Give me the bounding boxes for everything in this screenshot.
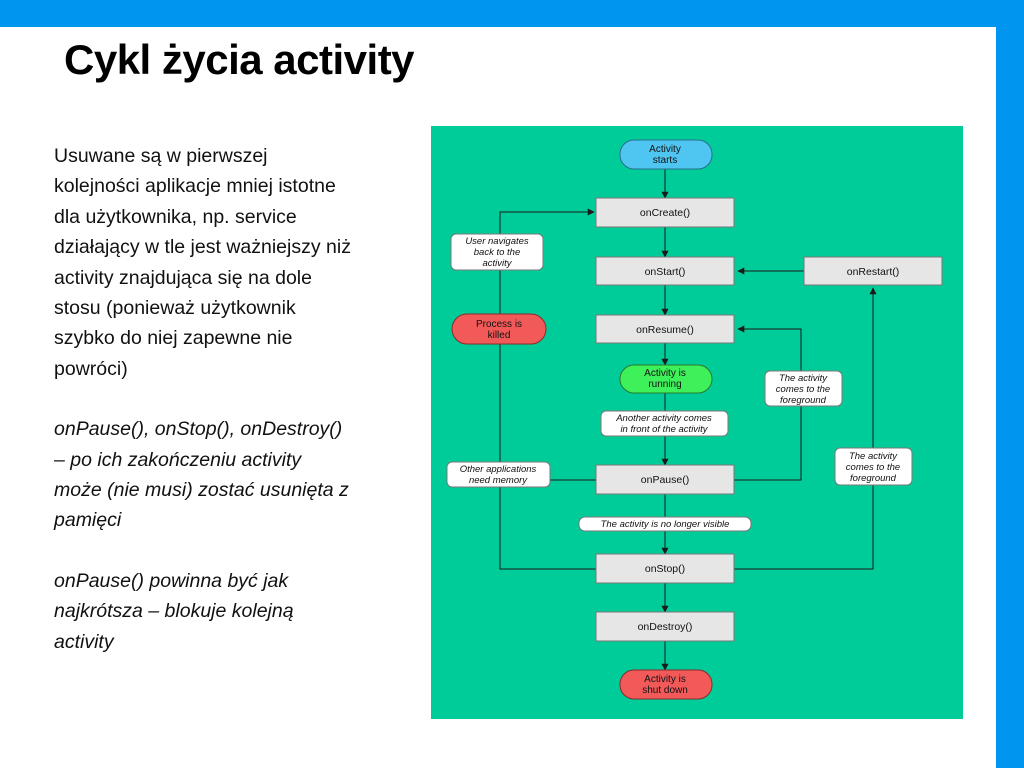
ondestroy-label: onDestroy() bbox=[638, 621, 693, 633]
note-no-longer-visible: The activity is no longer visible bbox=[578, 516, 752, 532]
note-other-applications-line-2: need memory bbox=[469, 475, 528, 486]
activity-starts-pill: Activity starts bbox=[619, 139, 713, 170]
onresume-label: onResume() bbox=[636, 324, 694, 336]
paragraph-pause-stop-destroy: onPause(), onStop(), onDestroy() – po ic… bbox=[54, 418, 349, 532]
onstart-label: onStart() bbox=[645, 266, 686, 278]
process-killed-pill: Process is killed bbox=[451, 313, 547, 345]
activity-running-pill: Activity is running bbox=[619, 364, 713, 394]
note-other-applications: Other applications need memory bbox=[446, 461, 551, 488]
onrestart-label: onRestart() bbox=[847, 266, 900, 278]
ondestroy-box: onDestroy() bbox=[595, 611, 735, 642]
onresume-box: onResume() bbox=[595, 314, 735, 344]
activity-shutdown-line-1: Activity is bbox=[644, 674, 686, 685]
note-foreground-1-line-3: foreground bbox=[780, 395, 827, 406]
arrow-onstop-to-onrestart bbox=[734, 287, 877, 570]
activity-lifecycle-diagram: onCreate() onStart() onRestart() onResum… bbox=[431, 126, 963, 719]
paragraph-memory-priority: Usuwane są w pierwszej kolejności aplika… bbox=[54, 145, 351, 380]
body-text: Usuwane są w pierwszej kolejności aplika… bbox=[54, 141, 354, 687]
onrestart-box: onRestart() bbox=[803, 256, 943, 286]
activity-shutdown-pill: Activity is shut down bbox=[619, 669, 713, 700]
note-comes-to-foreground-1: The activity comes to the foreground bbox=[764, 370, 843, 407]
right-accent-bar bbox=[996, 27, 1024, 768]
oncreate-label: onCreate() bbox=[640, 207, 690, 219]
activity-starts-line-2: starts bbox=[653, 155, 677, 166]
activity-starts-line-1: Activity bbox=[649, 144, 681, 155]
note-foreground-1-line-2: comes to the bbox=[776, 384, 830, 395]
activity-shutdown-line-2: shut down bbox=[642, 685, 688, 696]
process-killed-line-2: killed bbox=[488, 330, 511, 341]
note-user-navigates-line-3: activity bbox=[482, 258, 512, 269]
note-other-applications-line-1: Other applications bbox=[460, 464, 537, 475]
note-user-navigates-line-2: back to the bbox=[474, 247, 520, 258]
onstart-box: onStart() bbox=[595, 256, 735, 286]
note-another-activity-line-2: in front of the activity bbox=[620, 424, 708, 435]
note-comes-to-foreground-2: The activity comes to the foreground bbox=[834, 447, 913, 486]
note-another-activity: Another activity comes in front of the a… bbox=[600, 410, 729, 437]
note-user-navigates: User navigates back to the activity bbox=[450, 233, 544, 271]
note-foreground-2-line-3: foreground bbox=[850, 473, 897, 484]
note-foreground-2-line-2: comes to the bbox=[846, 462, 900, 473]
activity-running-line-2: running bbox=[648, 379, 681, 390]
onpause-box: onPause() bbox=[595, 464, 735, 495]
onpause-label: onPause() bbox=[641, 474, 689, 486]
onstop-label: onStop() bbox=[645, 563, 685, 575]
oncreate-box: onCreate() bbox=[595, 197, 735, 228]
slide-title: Cykl życia activity bbox=[64, 36, 415, 83]
note-foreground-2-line-1: The activity bbox=[849, 451, 898, 462]
process-killed-line-1: Process is bbox=[476, 319, 522, 330]
top-accent-bar bbox=[0, 0, 1024, 27]
note-no-longer-visible-label: The activity is no longer visible bbox=[601, 519, 730, 530]
note-user-navigates-line-1: User navigates bbox=[465, 236, 529, 247]
activity-running-line-1: Activity is bbox=[644, 368, 686, 379]
paragraph-pause-short: onPause() powinna być jak najkrótsza – b… bbox=[54, 569, 294, 653]
onstop-box: onStop() bbox=[595, 553, 735, 584]
note-foreground-1-line-1: The activity bbox=[779, 373, 828, 384]
note-another-activity-line-1: Another activity comes bbox=[615, 413, 712, 424]
